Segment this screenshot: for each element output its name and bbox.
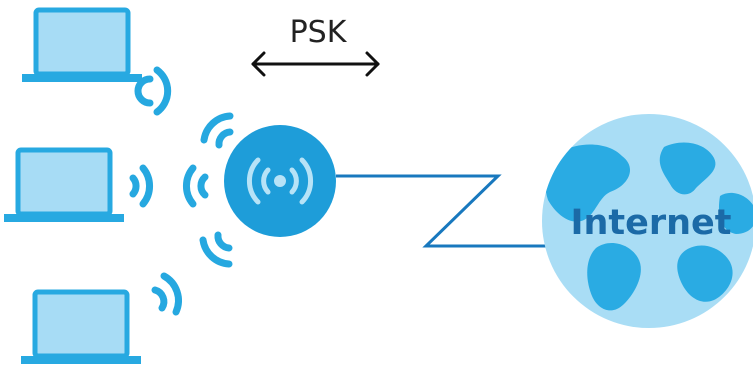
double-arrow-icon — [251, 51, 380, 77]
globe-icon — [542, 114, 753, 328]
globe-landmass — [719, 192, 753, 234]
laptop-screen — [32, 289, 130, 359]
laptop-icon — [22, 7, 142, 82]
laptop-base — [22, 74, 142, 82]
laptop-screen — [33, 7, 131, 77]
wifi-signal-icon — [129, 164, 153, 208]
wireless-access-point-icon — [224, 125, 336, 237]
internet-label: Internet — [570, 203, 731, 243]
psk-label: PSK — [290, 15, 348, 50]
wifi-signal-icon — [199, 231, 233, 268]
laptop-icon — [4, 147, 124, 222]
laptop-screen — [15, 147, 113, 217]
network-cable — [336, 174, 546, 248]
wifi-signal-icon — [200, 112, 234, 149]
wifi-signal-icon — [134, 66, 172, 116]
globe-landmass — [677, 245, 733, 302]
globe-landmass — [659, 142, 716, 195]
globe-landmass — [545, 144, 631, 222]
wifi-signal-icon — [151, 272, 182, 316]
globe-landmass — [587, 243, 641, 311]
laptop-base — [21, 356, 141, 364]
access-point-center-dot — [274, 175, 286, 187]
laptop-icon — [21, 289, 141, 364]
wifi-signal-icon — [183, 164, 209, 208]
laptop-base — [4, 214, 124, 222]
